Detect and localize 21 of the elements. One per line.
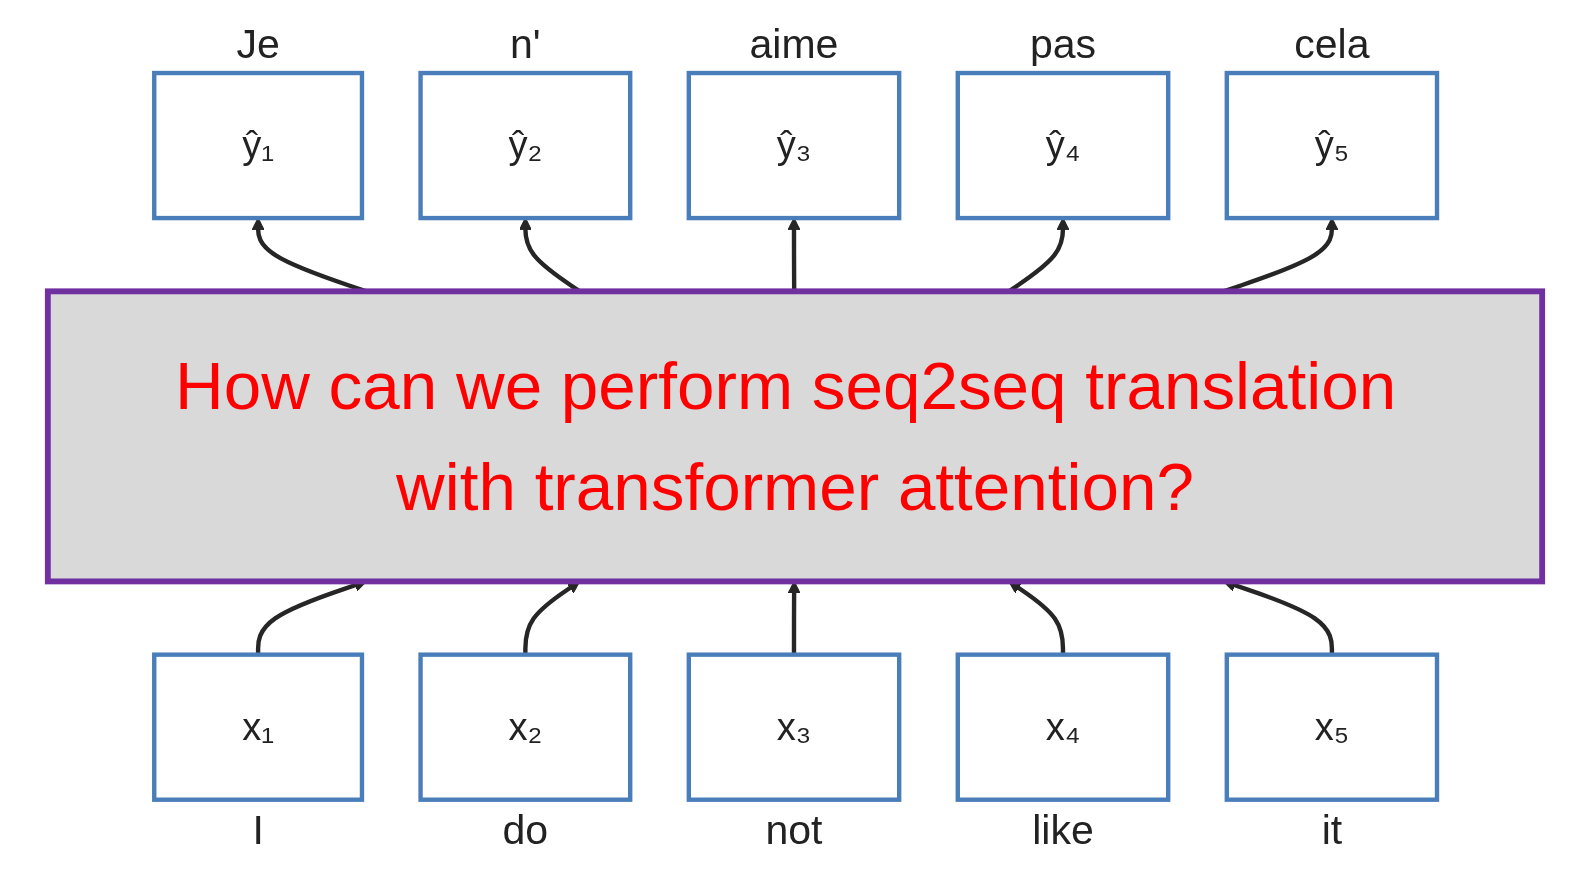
- word-label: n': [510, 21, 541, 68]
- word-label: cela: [1294, 21, 1370, 68]
- node-box: x₃: [686, 652, 902, 802]
- word-label: do: [502, 806, 549, 853]
- node-box: x₁: [152, 652, 365, 802]
- word-label: I: [252, 806, 264, 853]
- node-box: ŷ₅: [1224, 70, 1440, 221]
- word-label: like: [1032, 806, 1094, 853]
- node-box: ŷ₃: [686, 70, 902, 221]
- word-label: aime: [749, 21, 839, 68]
- node-box: ŷ₂: [418, 70, 633, 221]
- node-box: ŷ₄: [955, 70, 1171, 221]
- node-box: x₄: [955, 652, 1171, 802]
- word-label: it: [1321, 806, 1343, 853]
- word-label: Je: [236, 21, 280, 68]
- node-box: How can we perform seq2seq translation with transformer attention?: [44, 288, 1546, 585]
- node-box: ŷ₁: [152, 70, 365, 221]
- node-box: x₂: [418, 652, 633, 802]
- word-label: not: [765, 806, 823, 853]
- node-box: x₅: [1224, 652, 1440, 802]
- word-label: pas: [1029, 21, 1097, 68]
